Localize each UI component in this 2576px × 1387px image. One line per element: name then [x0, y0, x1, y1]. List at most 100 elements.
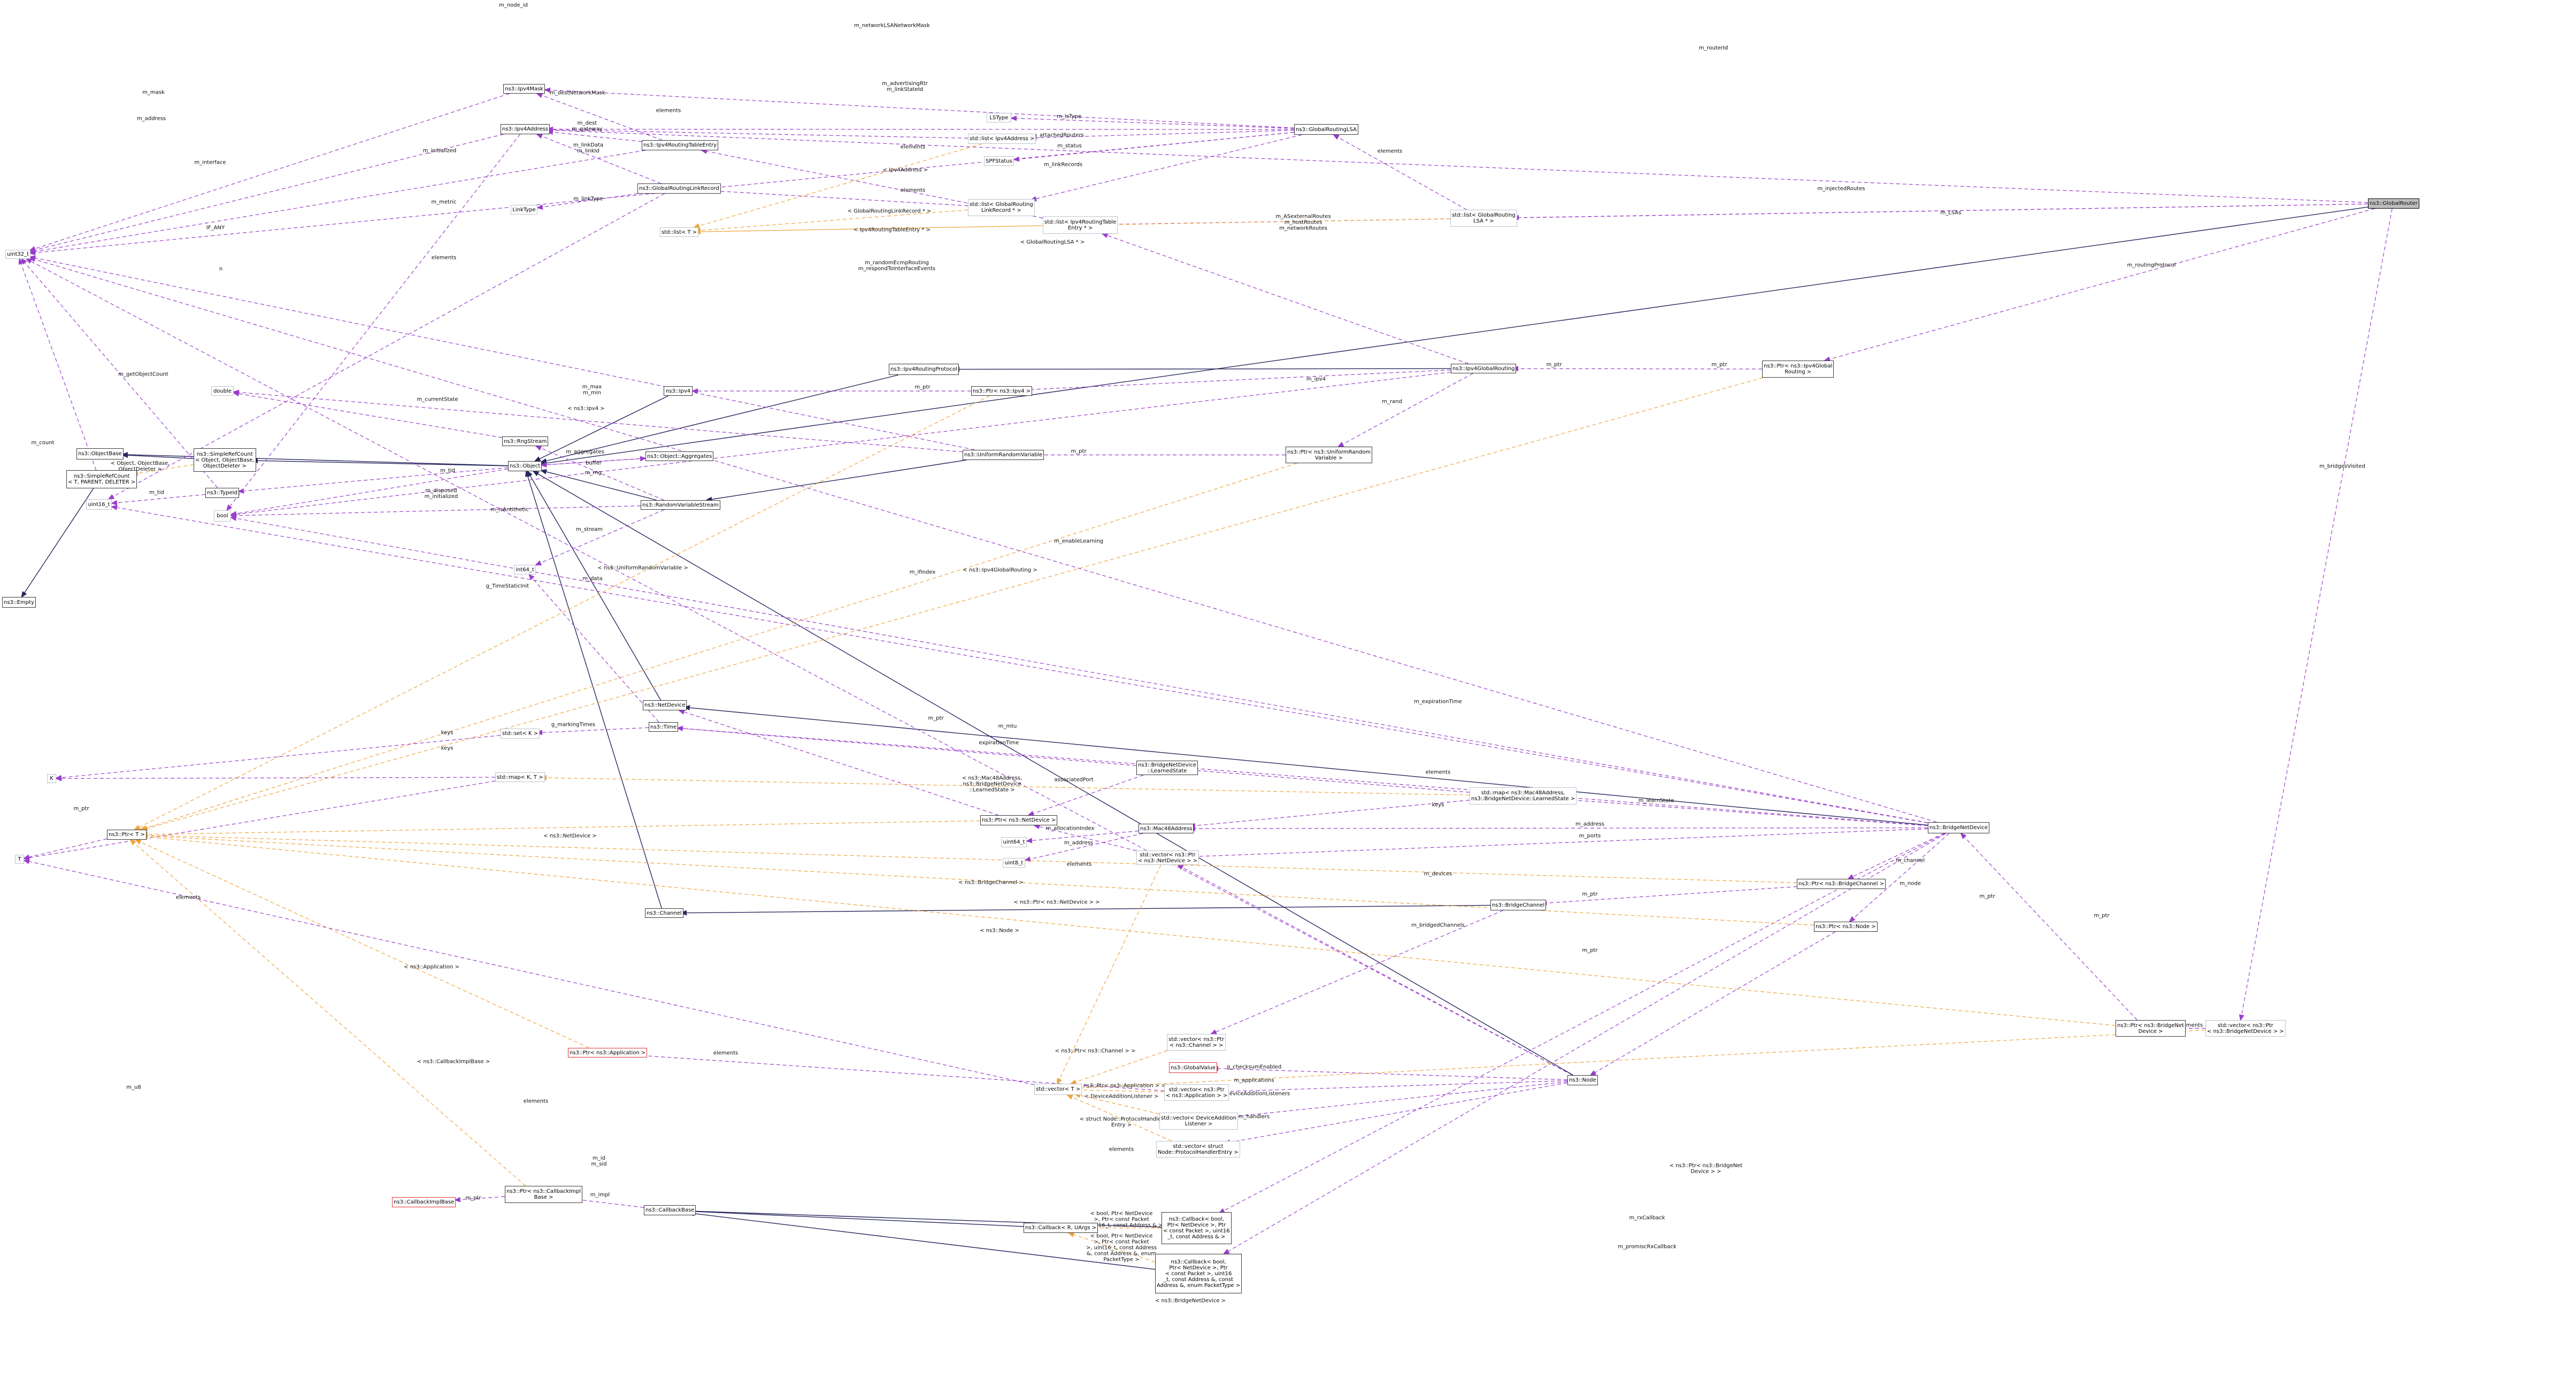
edge-ptrBchan-ptrT	[141, 832, 1797, 883]
class-node-ptrUrv[interactable]: ns3::Ptr< ns3::UniformRandom Variable >	[1286, 447, 1373, 463]
edge-igr-ptrUrv	[1337, 373, 1473, 447]
class-node-cbase[interactable]: ns3::CallbackBase	[644, 1205, 696, 1215]
class-node-spf[interactable]: SPFStatus	[984, 156, 1014, 166]
class-node-nd[interactable]: ns3::NetDevice	[643, 700, 687, 710]
class-node-mask[interactable]: ns3::Ipv4Mask	[503, 84, 545, 94]
class-node-chan[interactable]: ns3::Channel	[645, 908, 683, 918]
class-node-aggr[interactable]: ns3::Object::Aggregates	[645, 451, 714, 461]
class-node-obase[interactable]: ns3::ObjectBase	[76, 448, 124, 459]
class-node-ls[interactable]: ns3::BridgeNetDevice ::LearnedState	[1136, 761, 1198, 775]
class-node-irp[interactable]: ns3::Ipv4RoutingProtocol	[889, 364, 959, 375]
class-node-ptrBnd[interactable]: ns3::Ptr< ns3::BridgeNet Device >	[2116, 1020, 2186, 1037]
class-node-ptrIpv4[interactable]: ns3::Ptr< ns3::Ipv4 >	[971, 386, 1033, 396]
edge-label: m_stream	[576, 526, 603, 533]
class-node-listGlr[interactable]: std::list< GlobalRouting LinkRecord * >	[968, 199, 1035, 216]
class-node-rte[interactable]: ns3::Ipv4RoutingTableEntry	[642, 140, 719, 150]
class-node-ltype[interactable]: LinkType	[511, 205, 537, 214]
edge-rte-u32	[29, 150, 645, 254]
class-node-cb7[interactable]: ns3::Callback< bool, Ptr< NetDevice >, P…	[1155, 1254, 1242, 1293]
edge-label: < ns3::Ipv4 >	[567, 405, 605, 412]
class-node-vecDal[interactable]: std::vector< DeviceAddition Listener >	[1159, 1113, 1238, 1130]
edge-label: m_ptr	[1711, 362, 1727, 368]
class-node-time[interactable]: ns3::Time	[649, 722, 679, 732]
class-node-T[interactable]: T	[15, 855, 24, 864]
edge-label: < ns3::Application >	[404, 964, 459, 970]
edge-label: elements	[1066, 861, 1092, 868]
class-node-vecNd[interactable]: std::vector< ns3::Ptr < ns3::NetDevice >…	[1136, 850, 1199, 865]
class-node-lsa[interactable]: ns3::GlobalRoutingLSA	[1294, 124, 1358, 135]
edge-bnd-ptrNode	[1849, 833, 1950, 923]
class-node-u16[interactable]: uint16_t	[86, 499, 112, 510]
class-node-ptrIgr[interactable]: ns3::Ptr< ns3::Ipv4Global Routing >	[1762, 361, 1834, 378]
class-node-glr[interactable]: ns3::GlobalRoutingLinkRecord	[637, 183, 721, 194]
edge-label: m_interface	[194, 159, 226, 166]
class-node-mapKT[interactable]: std::map< K, T >	[495, 772, 545, 782]
edge-label: m_learnState	[1638, 798, 1674, 804]
class-node-empty[interactable]: ns3::Empty	[2, 597, 36, 608]
class-node-lstype[interactable]: LSType	[987, 113, 1011, 122]
class-node-cbRU[interactable]: ns3::Callback< R, UArgs >	[1024, 1223, 1098, 1233]
class-node-ptrT[interactable]: ns3::Ptr< T >	[107, 830, 147, 840]
class-node-gval[interactable]: ns3::GlobalValue	[1169, 1062, 1218, 1073]
class-node-obj[interactable]: ns3::Object	[508, 461, 542, 471]
class-node-bnd[interactable]: ns3::BridgeNetDevice	[1928, 822, 1989, 833]
class-node-vecChan[interactable]: std::vector< ns3::Ptr < ns3::Channel > >	[1167, 1034, 1226, 1051]
class-node-u64[interactable]: uint64_t	[1001, 837, 1027, 847]
class-node-vecApp[interactable]: std::vector< ns3::Ptr < ns3::Application…	[1164, 1084, 1229, 1101]
edge-label: m_max m_min	[582, 384, 602, 396]
class-node-listLsa[interactable]: std::list< GlobalRouting LSA * >	[1450, 210, 1517, 227]
class-node-groot[interactable]: ns3::GlobalRouter	[2368, 198, 2419, 209]
class-node-ipv4[interactable]: ns3::Ipv4	[664, 386, 693, 396]
edge-label: m_dest m_gateway	[572, 120, 603, 132]
class-node-cib[interactable]: ns3::CallbackImplBase	[392, 1197, 456, 1207]
class-node-K[interactable]: K	[47, 774, 56, 783]
class-node-boolN[interactable]: bool	[214, 510, 231, 522]
edge-label: g_markingTimes	[551, 722, 596, 728]
class-node-ptrApp[interactable]: ns3::Ptr< ns3::Application >	[568, 1048, 648, 1058]
class-node-vecPhe[interactable]: std::vector< struct Node::ProtocolHandle…	[1156, 1141, 1240, 1158]
class-node-ptrNode[interactable]: ns3::Ptr< ns3::Node >	[1814, 922, 1878, 932]
class-node-nodeN[interactable]: ns3::Node	[1567, 1075, 1598, 1085]
edge-chan-obj	[525, 470, 662, 909]
class-node-ptrBchan[interactable]: ns3::Ptr< ns3::BridgeChannel >	[1797, 879, 1886, 889]
edge-label: keys	[441, 745, 453, 752]
edge-label: m_isAntithetic	[490, 507, 529, 513]
class-node-ptrCib[interactable]: ns3::Ptr< ns3::CallbackImpl Base >	[505, 1186, 583, 1203]
class-node-setK[interactable]: std::set< K >	[501, 729, 540, 739]
class-node-u32[interactable]: uint32_t	[5, 250, 31, 259]
class-node-cb5[interactable]: ns3::Callback< bool, Ptr< NetDevice >, P…	[1162, 1212, 1232, 1244]
edge-label: m_advertisingRtr m_linkStateId	[882, 81, 928, 93]
class-node-urv[interactable]: ns3::UniformRandomVariable	[963, 450, 1044, 460]
class-node-i64[interactable]: int64_t	[514, 565, 536, 574]
edge-label: m_initialized	[422, 148, 457, 154]
class-node-mac[interactable]: ns3::Mac48Address	[1139, 824, 1194, 833]
class-node-listAddr[interactable]: std::list< Ipv4Address >	[968, 134, 1036, 144]
class-node-igr[interactable]: ns3::Ipv4GlobalRouting	[1451, 364, 1517, 373]
edge-label: m_id m_sid	[591, 1155, 607, 1167]
class-node-listT[interactable]: std::list< T >	[660, 227, 699, 237]
edge-ptrBchan-bchan	[1540, 886, 1797, 906]
class-node-vecT[interactable]: std::vector< T >	[1034, 1084, 1082, 1095]
class-node-src2[interactable]: ns3::SimpleRefCount < T, PARENT, DELETER…	[66, 470, 137, 488]
class-node-listRte[interactable]: std::list< Ipv4RoutingTable Entry * >	[1043, 216, 1118, 234]
edge-ptrT-T	[23, 838, 107, 860]
class-node-mapMac[interactable]: std::map< ns3::Mac48Address, ns3::Bridge…	[1470, 787, 1577, 804]
class-node-bchan[interactable]: ns3::BridgeChannel	[1490, 900, 1547, 910]
class-node-tid[interactable]: ns3::TypeId	[205, 488, 239, 498]
edge-label: m_status	[1057, 143, 1082, 149]
edge-label: m_linkRecords	[1043, 162, 1083, 168]
class-node-addr[interactable]: ns3::Ipv4Address	[501, 124, 550, 134]
class-node-rng[interactable]: ns3::RngStream	[502, 436, 549, 446]
class-node-dbl[interactable]: double	[211, 386, 234, 396]
edge-label: < bool, Ptr< NetDevice >, Ptr< const Pac…	[1086, 1233, 1157, 1263]
class-node-rvs[interactable]: ns3::RandomVariableStream	[641, 500, 720, 510]
class-node-vecBnd[interactable]: std::vector< ns3::Ptr < ns3::BridgeNetDe…	[2205, 1020, 2286, 1037]
class-node-u8[interactable]: uint8_t	[1003, 858, 1025, 868]
class-node-src1[interactable]: ns3::SimpleRefCount < Object, ObjectBase…	[194, 448, 256, 472]
edge-src2-u32	[18, 258, 97, 471]
class-node-ptrNd[interactable]: ns3::Ptr< ns3::NetDevice >	[980, 815, 1058, 825]
edge-label: m_attachedRouters	[1032, 132, 1084, 139]
edge-label: m_ptr	[2094, 913, 2110, 919]
edge-label: IF_ANY	[206, 225, 225, 231]
edge-label: m_networkLSANetworkMask	[854, 22, 930, 29]
